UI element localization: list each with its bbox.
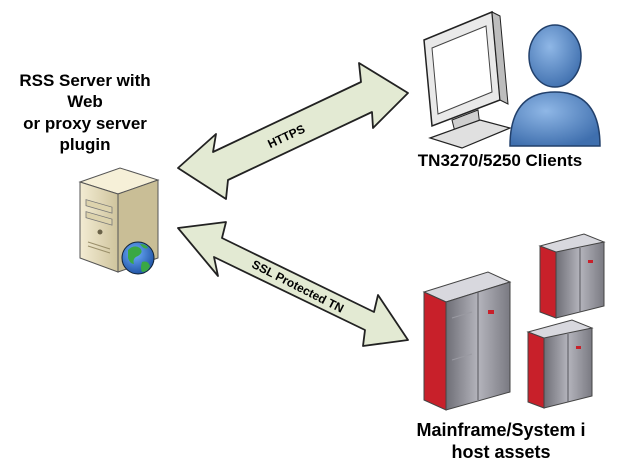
globe-icon — [121, 241, 155, 275]
host-label-line-2: host assets — [451, 441, 551, 462]
user-person-icon — [509, 24, 601, 147]
server-label: RSS Server with Web or proxy server plug… — [0, 70, 170, 155]
mainframe-cabinet-icon — [538, 233, 606, 319]
server-label-line-1: RSS Server with Web — [19, 71, 151, 112]
host-label-line-1: Mainframe/System i — [416, 420, 586, 440]
server-tower-icon — [78, 167, 160, 273]
mainframe-cabinet-icon — [526, 319, 594, 409]
host-label: Mainframe/System i host assets — [380, 420, 622, 463]
computer-monitor-icon — [423, 10, 512, 149]
https-arrow: HTTPS — [177, 62, 409, 200]
clients-label: TN3270/5250 Clients — [417, 151, 583, 170]
mainframe-cabinet-icon — [422, 271, 512, 411]
ssl-arrow-label: SSL Protected TN — [250, 257, 346, 315]
ssl-arrow: SSL Protected TN — [177, 221, 409, 347]
server-label-line-2: or proxy server — [23, 113, 147, 133]
server-label-line-3: plugin — [59, 134, 111, 154]
